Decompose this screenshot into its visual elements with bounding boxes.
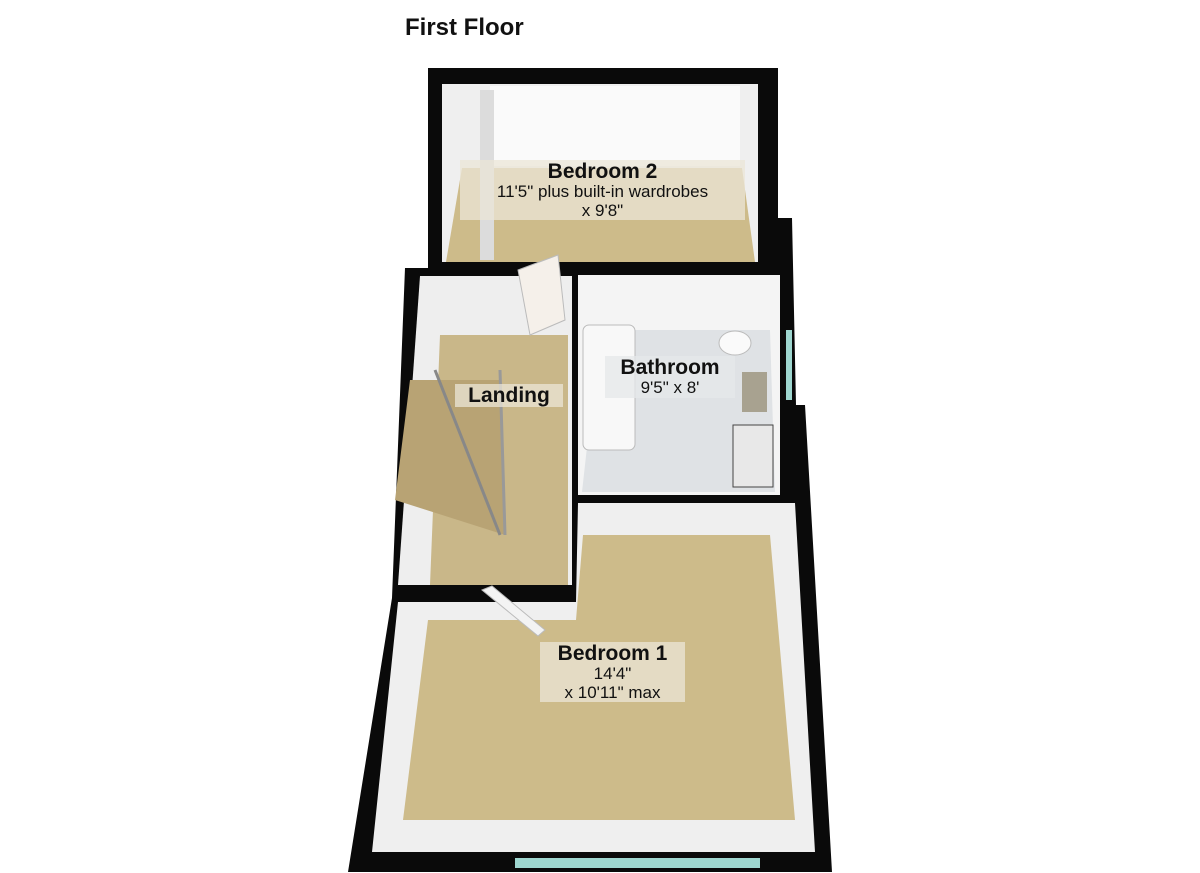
- bedroom2-name: Bedroom 2: [547, 160, 658, 183]
- landing-label: Landing: [455, 384, 563, 408]
- landing-name: Landing: [468, 384, 550, 407]
- shower: [732, 424, 774, 488]
- bedroom1-dim1: 14'4": [593, 664, 632, 684]
- bathroom-label: Bathroom 9'5" x 8': [605, 356, 735, 398]
- bedroom1-door[interactable]: [481, 585, 546, 637]
- bedroom2-dim2: x 9'8": [581, 200, 624, 220]
- bay-window: [515, 858, 760, 868]
- window: [786, 330, 792, 400]
- bedroom1-label: Bedroom 1 14'4" x 10'11" max: [540, 642, 685, 703]
- bathroom-dim: 9'5" x 8': [640, 378, 700, 398]
- landing-door[interactable]: [517, 254, 566, 336]
- staircase: [395, 369, 507, 536]
- toilet: [718, 330, 752, 356]
- bathroom-name: Bathroom: [620, 356, 720, 379]
- basin: [742, 372, 767, 412]
- bedroom2-dim1: 11'5" plus built-in wardrobes: [496, 182, 709, 202]
- bedroom1-dim2: x 10'11" max: [564, 682, 661, 702]
- bedroom2-back-wall: [490, 86, 740, 166]
- bedroom2-label: Bedroom 2 11'5" plus built-in wardrobes …: [460, 160, 745, 221]
- floor-title: First Floor: [405, 14, 524, 41]
- bedroom1-name: Bedroom 1: [557, 642, 668, 665]
